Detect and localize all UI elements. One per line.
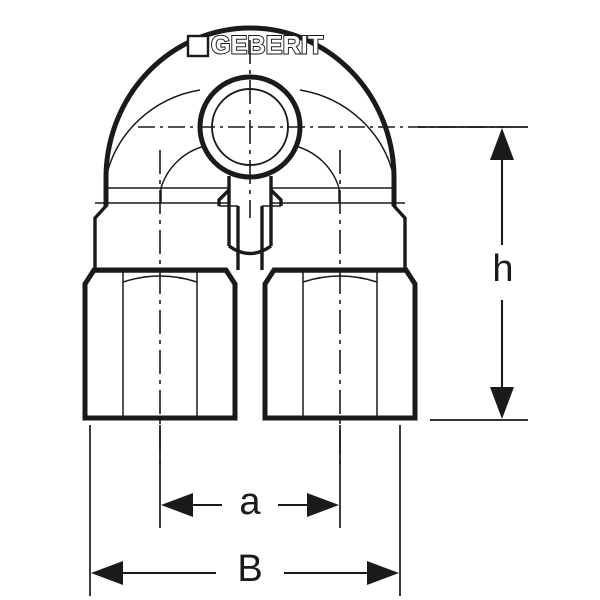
arch-dome-outline [103,25,397,206]
a-arrow-right [307,493,339,517]
h-arrow-bottom [490,387,514,419]
h-dimension-label: h [492,248,513,290]
arch-inner-arc-left [105,89,201,179]
dimension-h: h [418,126,528,421]
center-stem-flare-right [269,188,283,206]
B-arrow-left [91,561,123,585]
center-stem-bottom-arc [228,244,272,256]
a-dimension-label: a [239,481,261,523]
dimension-a: a [159,425,341,528]
leg-inner-arc-left [160,145,206,189]
leg-inner-arc-right [294,145,340,189]
logo-square-icon [186,34,210,58]
center-stem-flare-left [217,188,231,206]
arch-outer-profile [103,25,397,206]
geberit-logo: GEBERIT [186,31,324,61]
dimension-B: B [89,425,401,596]
center-stem [217,176,283,270]
right-nut-outline [262,267,418,421]
B-arrow-right [367,561,399,585]
h-arrow-top [490,128,514,160]
logo-wordmark: GEBERIT [211,32,324,60]
B-dimension-label: B [237,548,262,590]
left-nut-outline [82,267,238,421]
a-arrow-left [161,493,193,517]
arch-inner-arc-right [299,89,395,179]
right-nut [262,267,418,421]
arch-inner-contour [105,89,395,203]
